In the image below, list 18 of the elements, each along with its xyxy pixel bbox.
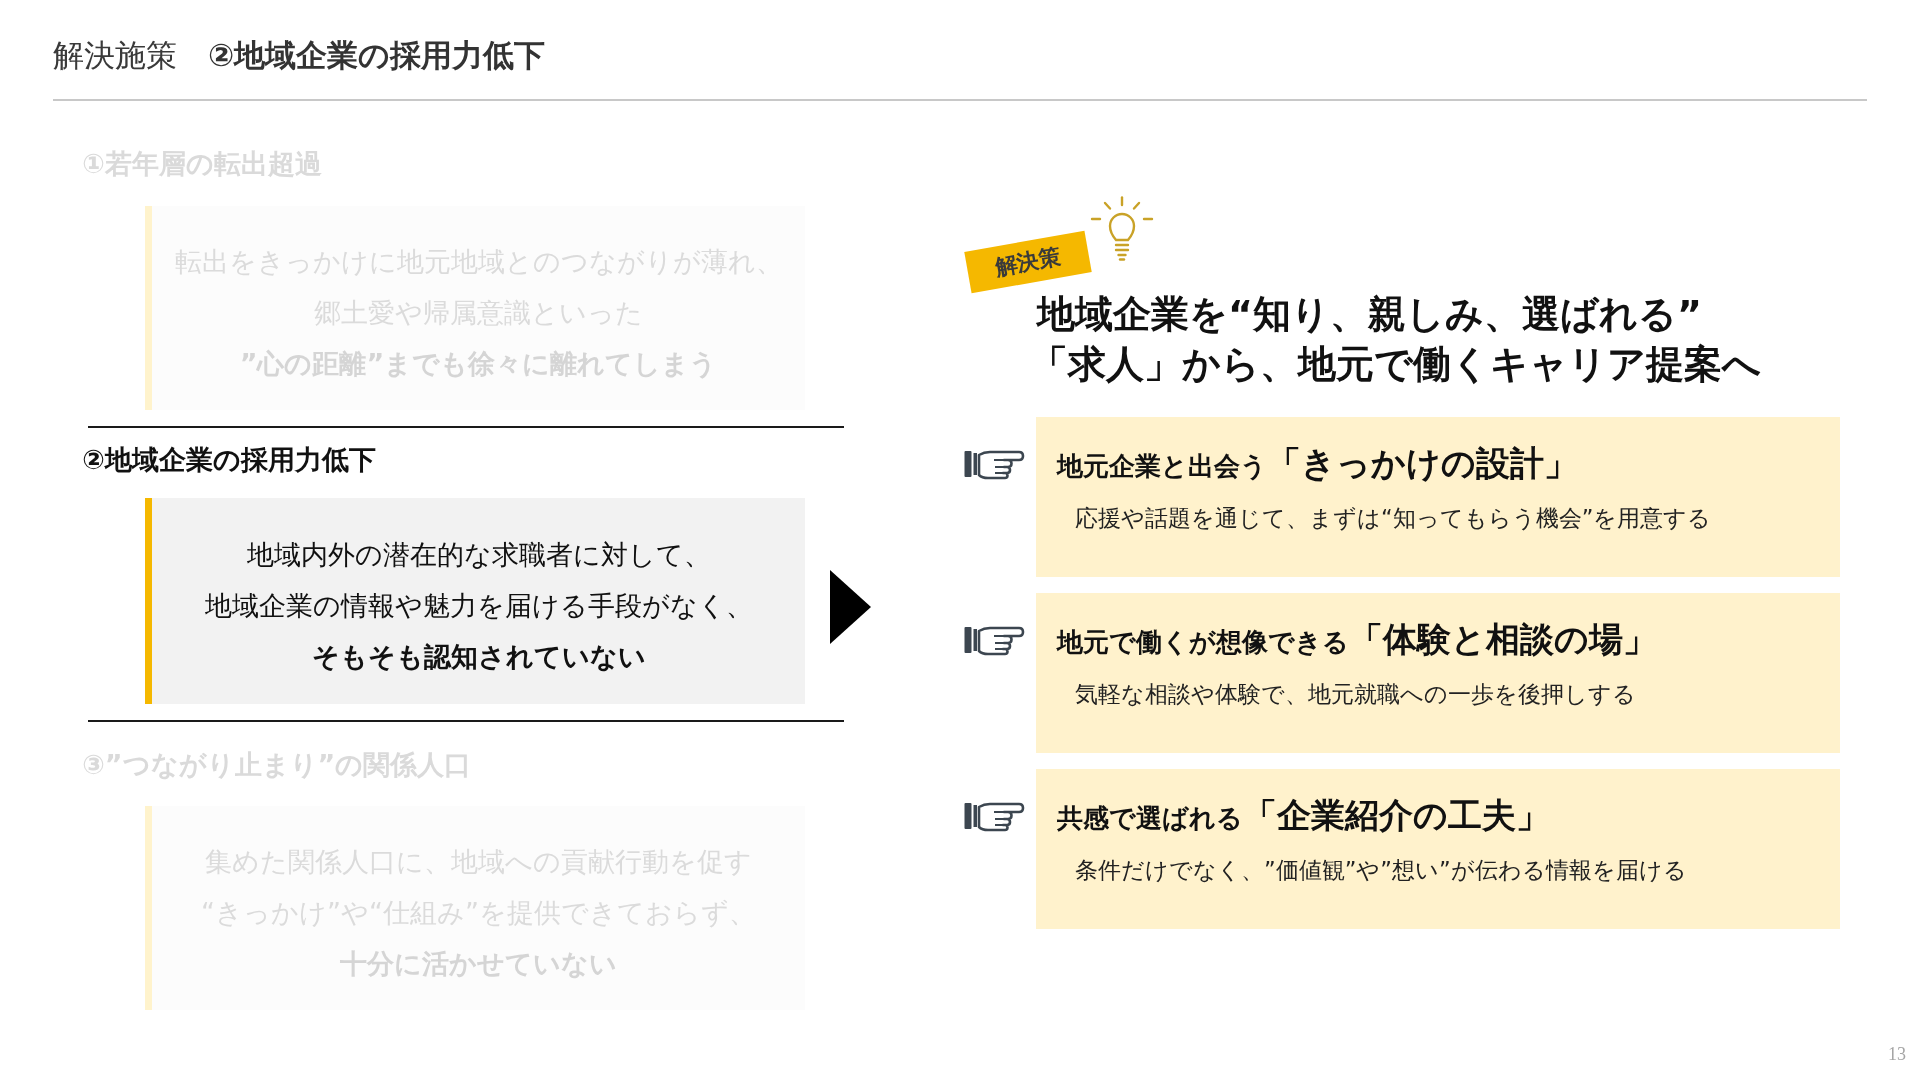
solution-card (1036, 593, 1840, 753)
headline-text: 地域企業を“知り、親しみ、選ばれる” (1037, 291, 1702, 338)
headline-text: 「求人」から、地元で働くキャリア提案へ (1030, 341, 1761, 388)
page-number: 13 (1888, 1043, 1906, 1065)
section-heading: ②地域企業の採用力低下 (82, 444, 376, 476)
slide-title: 解決施策 ②地域企業の採用力低下 (53, 36, 546, 75)
card-text: 地域内外の潜在的な求職者に対して、 (246, 537, 711, 572)
card-heading: 共感で選ばれる「企業紹介の工夫」 (1057, 794, 1550, 837)
card-text: 応援や話題を通じて、まずは“知ってもらう機会”を用意する (1075, 504, 1712, 533)
solution-tag: 解決策 (964, 230, 1092, 294)
solution-card (1036, 417, 1840, 577)
card-text: 条件だけでなく、”価値観”や”想い”が伝わる情報を届ける (1075, 856, 1687, 885)
card-text: 地域企業の情報や魅力を届ける手段がなく、 (204, 588, 753, 623)
card-heading: 地元で働くが想像できる「体験と相談の場」 (1057, 618, 1657, 661)
card-heading: 地元企業と出会う「きっかけの設計」 (1057, 442, 1578, 485)
emphasis-text: そもそも認知されていない (311, 639, 646, 674)
solution-card (1036, 769, 1840, 929)
card-text: 気軽な相談や体験で、地元就職への一歩を後押しする (1075, 680, 1636, 709)
